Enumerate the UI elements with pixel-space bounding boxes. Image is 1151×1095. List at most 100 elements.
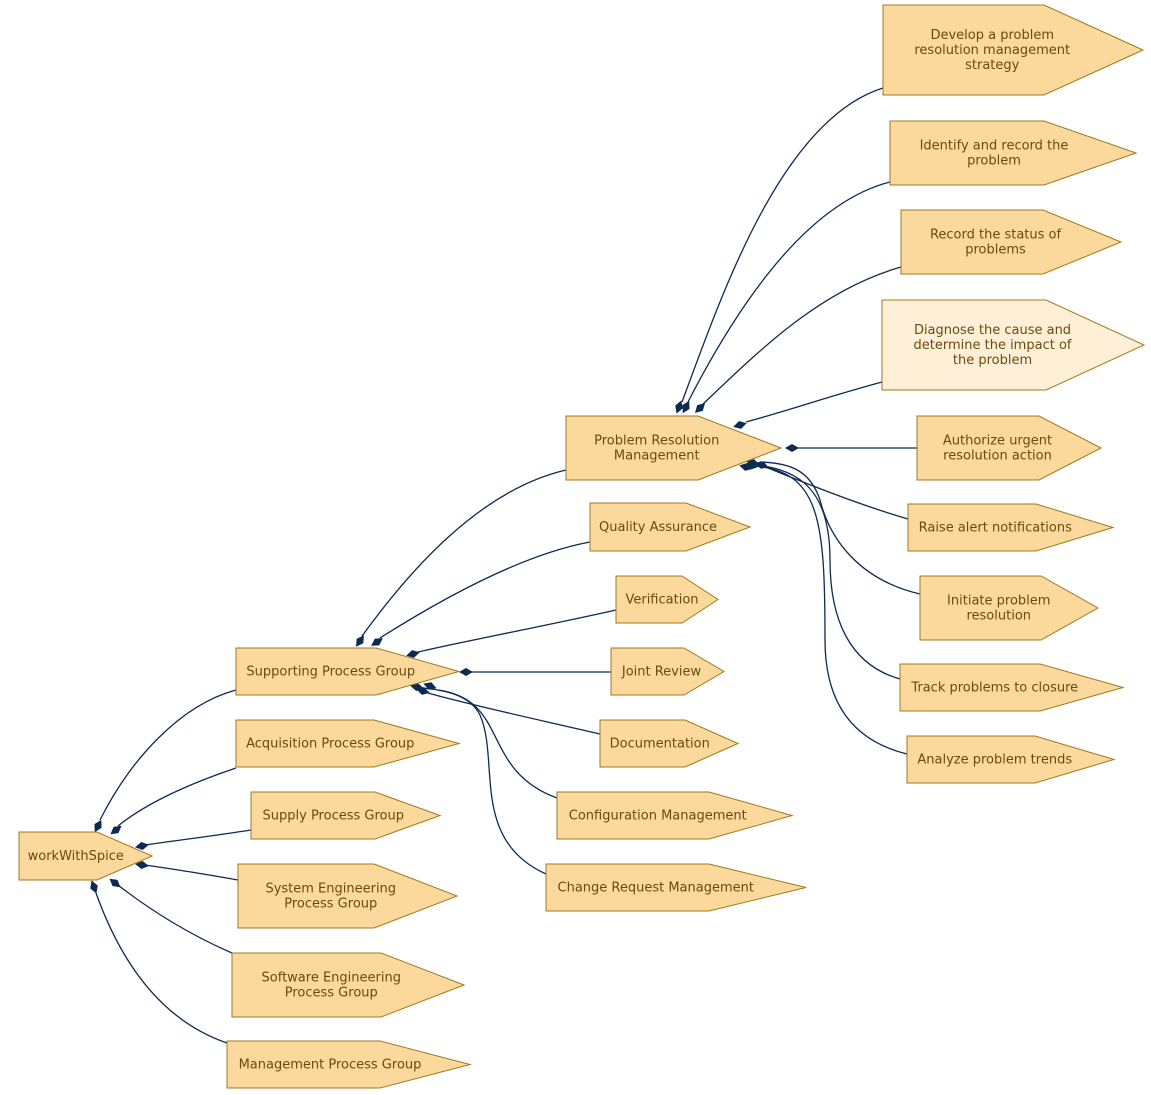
node-label-line: Configuration Management [569,809,747,824]
node-shape [916,415,1103,481]
node-joint-review[interactable]: Joint Review [610,647,725,696]
node-supporting[interactable]: Supporting Process Group [235,647,461,696]
composition-diamond-icon [733,421,747,429]
node-shape [900,209,1123,275]
node-shape [235,647,461,696]
node-label-line: problems [965,243,1026,258]
composition-diamond-icon [135,861,149,869]
composition-diamond-icon [406,650,420,658]
node-shape [882,4,1145,96]
node-raise-alert[interactable]: Raise alert notifications [907,503,1115,552]
node-label-line: Track problems to closure [910,681,1078,696]
connector-edge [417,609,617,653]
composition-diamond-icon [109,878,121,888]
node-management[interactable]: Management Process Group [226,1040,472,1089]
node-label-line: Software Engineering [262,971,401,986]
node-shape [615,575,719,624]
node-label-line: Authorize urgent [943,434,1052,449]
composition-diamond-icon [371,638,383,646]
node-label-line: Initiate problem [947,594,1050,609]
node-label-line: Develop a problem [930,28,1054,43]
composition-diamond-icon [410,683,424,691]
node-acquisition[interactable]: Acquisition Process Group [235,719,461,768]
node-shape [919,575,1100,641]
node-label-line: Analyze problem trends [917,753,1072,768]
connector-edge [421,687,547,875]
connector-edge [144,864,239,881]
edges-layer [90,87,921,1044]
node-root[interactable]: workWithSpice [18,831,154,881]
connector-edge [745,381,883,423]
node-analyze[interactable]: Analyze problem trends [906,735,1116,784]
node-label-line: Change Request Management [558,881,754,896]
node-documentation[interactable]: Documentation [599,719,740,768]
connector-edge [759,461,921,595]
node-config-mgmt[interactable]: Configuration Management [556,791,794,840]
connector-edge [144,829,252,846]
nodes-layer: workWithSpice Supporting Process GroupAcq… [18,4,1146,1089]
connector-edge [751,465,908,755]
connector-edge [99,689,237,821]
node-label-line: Joint Review [621,665,702,680]
composition-diamond-icon [459,668,473,676]
node-label-line: Verification [625,593,698,608]
node-label-line: determine the impact of [914,338,1072,353]
connector-edge [687,181,891,403]
connector-edge [702,266,902,405]
node-shape [610,647,725,696]
connector-edge [755,464,901,680]
node-label-line: resolution [966,609,1031,624]
node-label-line: Acquisition Process Group [246,737,414,752]
node-shape [599,719,740,768]
composition-diamond-icon [110,825,122,835]
node-label-line: Problem Resolution [594,434,719,449]
node-shape [250,791,442,840]
node-shape [899,663,1125,712]
node-label-line: workWithSpice [28,849,124,864]
node-label-line: Raise alert notifications [919,521,1072,536]
node-shape [231,952,466,1018]
composition-diamond-icon [675,400,683,414]
composition-diamond-icon [135,842,149,850]
node-label-line: Supply Process Group [263,809,404,824]
node-label-line: Record the status of [930,228,1062,243]
connector-edge [117,884,233,954]
node-label-line: Identify and record the [920,139,1069,154]
node-label-line: Supporting Process Group [246,665,415,680]
node-label-line: Diagnose the cause and [914,323,1071,338]
connector-edge [767,467,909,520]
node-track[interactable]: Track problems to closure [899,663,1125,712]
connector-edge [379,541,591,639]
node-label-line: problem [967,154,1021,169]
node-change-req[interactable]: Change Request Management [545,863,807,912]
node-label-line: Documentation [610,737,710,752]
node-label-line: System Engineering [265,882,396,897]
composition-diamond-icon [94,819,102,833]
node-label-line: strategy [965,58,1020,73]
node-label-line: resolution management [914,43,1070,58]
node-label-line: the problem [953,353,1032,368]
node-shape [556,791,794,840]
composition-diamond-icon [682,400,690,414]
node-shape [565,415,783,481]
node-shape [889,120,1138,186]
node-shape [18,831,154,881]
node-shape [235,719,461,768]
node-shape [881,299,1146,391]
node-quality[interactable]: Quality Assurance [589,502,752,552]
node-verification[interactable]: Verification [615,575,719,624]
node-supply[interactable]: Supply Process Group [250,791,442,840]
node-label-line: Process Group [285,986,378,1001]
composition-diamond-icon [739,463,753,471]
connector-edge [681,87,884,403]
